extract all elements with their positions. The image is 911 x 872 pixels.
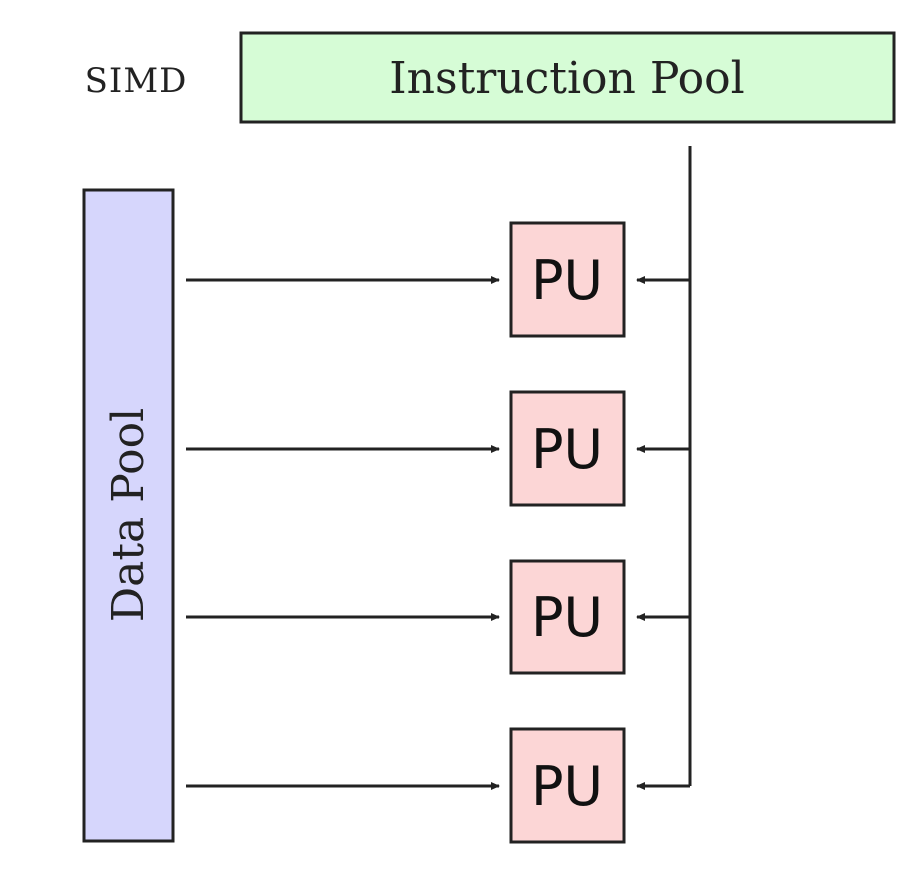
data-pool: Data Pool — [82, 188, 175, 843]
pu-label: PU — [531, 755, 603, 818]
pu-row-1: PU — [186, 221, 690, 338]
pu-row-3: PU — [186, 559, 690, 675]
pu-label: PU — [531, 418, 603, 481]
pu-row-2: PU — [186, 390, 690, 507]
instruction-pool-label: Instruction Pool — [389, 53, 744, 104]
instruction-pool-box — [239, 31, 896, 124]
pu-label: PU — [531, 249, 603, 312]
pu-row-4: PU — [186, 727, 690, 844]
pu-box — [509, 559, 626, 675]
pu-box — [509, 221, 626, 338]
simd-label: SIMD — [85, 61, 188, 101]
instruction-pool: Instruction Pool — [239, 31, 896, 124]
data-pool-label: Data Pool — [103, 408, 154, 622]
pu-label: PU — [531, 586, 603, 649]
pu-box — [509, 727, 626, 844]
data-pool-box — [82, 188, 175, 843]
pu-box — [509, 390, 626, 507]
